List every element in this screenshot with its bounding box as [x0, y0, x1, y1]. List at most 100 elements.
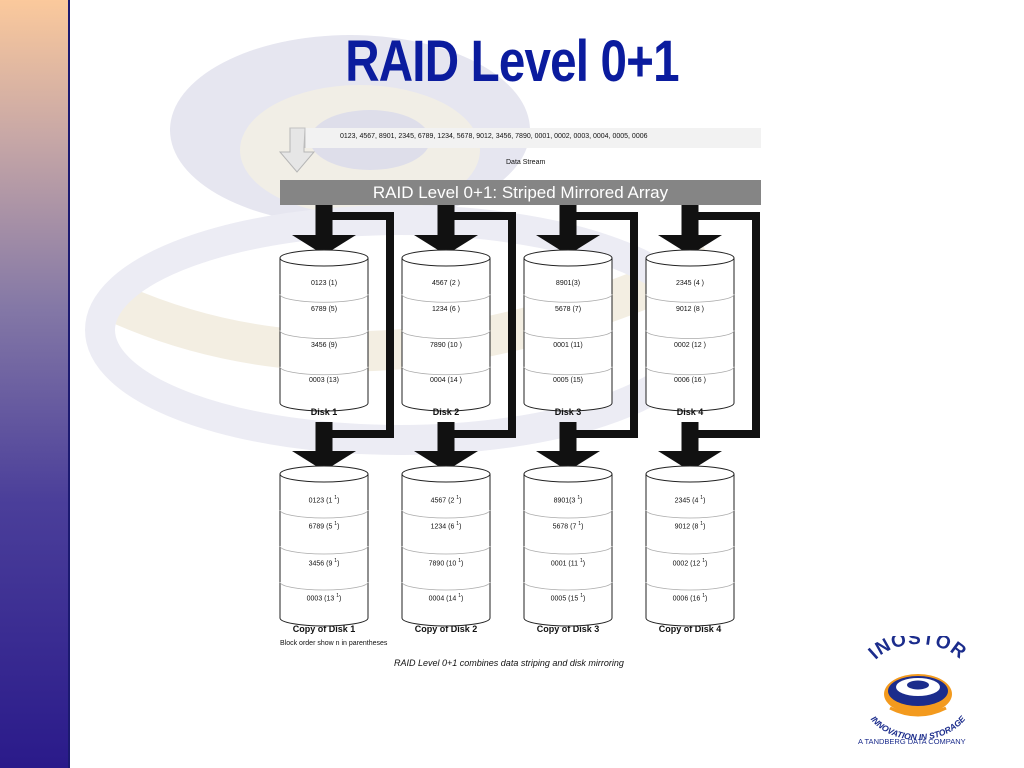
copy-cylinder-divider — [645, 581, 735, 591]
copy-cylinder-divider — [401, 545, 491, 555]
disk-block: 1234 (6 ) — [431, 306, 461, 313]
copy-block: 0003 (13 1) — [306, 593, 342, 603]
copy-block: 7890 (10 1) — [428, 558, 464, 568]
disk-cylinder-divider — [523, 366, 613, 376]
disk-cylinder-top — [645, 249, 735, 267]
disk-label: Disk 2 — [432, 407, 460, 417]
copy-block: 2345 (4 1) — [674, 495, 706, 505]
disk-cylinder-divider — [401, 366, 491, 376]
disk-block: 2345 (4 ) — [675, 280, 705, 287]
copy-cylinder-top — [645, 465, 735, 483]
stripe-arrow — [292, 205, 356, 255]
copy-block: 9012 (8 1) — [674, 521, 706, 531]
logo-brand-text: INOSTOR — [865, 636, 970, 664]
copy-block: 0005 (15 1) — [550, 593, 586, 603]
disk-block: 9012 (8 ) — [675, 306, 705, 313]
disk-block: 0006 (16 ) — [674, 377, 706, 384]
disk-label: Disk 3 — [554, 407, 582, 417]
copy-cylinder-body — [523, 474, 613, 627]
copy-cylinder-divider — [523, 545, 613, 555]
copy-cylinder-divider — [401, 581, 491, 591]
copy-cylinder-body — [645, 474, 735, 627]
disk-block: 0123 (1) — [310, 280, 338, 287]
disk-cylinder-divider — [279, 294, 369, 303]
disk-block: 0003 (13) — [309, 377, 339, 384]
disk-cylinder-divider — [401, 294, 491, 303]
disk-cylinder-divider — [645, 330, 735, 339]
disk-cylinder-divider — [401, 330, 491, 339]
disk-block: 0002 (12 ) — [674, 342, 706, 349]
disk-cylinder-divider — [279, 366, 369, 376]
copy-block: 6789 (5 1) — [308, 521, 340, 531]
disk-cylinder-divider — [523, 330, 613, 339]
disk-cylinder-top — [401, 249, 491, 267]
disk-block: 4567 (2 ) — [431, 280, 461, 287]
copy-cylinder-divider — [523, 581, 613, 591]
mirror-connector — [332, 212, 394, 438]
disk-cylinder-divider — [645, 294, 735, 303]
slide-title: RAID Level 0+1 — [345, 29, 679, 94]
disk-block: 0005 (15) — [553, 377, 583, 384]
data-stream-values: 0123, 4567, 8901, 2345, 6789, 1234, 5678… — [340, 133, 648, 140]
svg-text:INOSTOR: INOSTOR — [865, 636, 971, 664]
block-order-note: Block order show n in parentheses — [280, 640, 388, 647]
disk-label: Disk 4 — [676, 407, 704, 417]
mirror-arrow — [414, 422, 478, 471]
inostor-logo: INOSTOR INNOVATION IN STORAGE — [865, 636, 971, 742]
copy-disk-label: Copy of Disk 1 — [292, 624, 356, 634]
copy-block: 0001 (11 1) — [550, 558, 586, 568]
data-stream-arrow — [278, 127, 761, 173]
disk-block: 0004 (14 ) — [430, 377, 462, 384]
copy-cylinder-top — [523, 465, 613, 483]
disk-cylinder-divider — [523, 294, 613, 303]
copy-block: 5678 (7 1) — [552, 521, 584, 531]
data-stream-label: Data Stream — [506, 159, 546, 166]
copy-cylinder-top — [279, 465, 369, 483]
disk-cylinder-body — [401, 258, 491, 412]
copy-block: 4567 (2 1) — [430, 495, 462, 505]
stripe-arrow — [536, 205, 600, 255]
copy-cylinder-divider — [279, 581, 369, 591]
copy-disk-label: Copy of Disk 4 — [658, 624, 722, 634]
disk-block: 7890 (10 ) — [430, 342, 462, 349]
disk-block: 6789 (5) — [310, 306, 338, 313]
disk-cylinder-top — [523, 249, 613, 267]
copy-block: 1234 (6 1) — [430, 521, 462, 531]
copy-block: 0002 (12 1) — [672, 558, 708, 568]
disk-block: 0001 (11) — [553, 342, 583, 349]
disk-label: Disk 1 — [310, 407, 338, 417]
copy-cylinder-body — [279, 474, 369, 627]
copy-cylinder-divider — [645, 509, 735, 519]
disk-block: 5678 (7) — [554, 306, 582, 313]
diagram-caption: RAID Level 0+1 combines data striping an… — [394, 658, 624, 668]
copy-cylinder-divider — [279, 509, 369, 519]
copy-cylinder-divider — [523, 509, 613, 519]
array-title-bar: RAID Level 0+1: Striped Mirrored Array — [280, 180, 761, 205]
copy-block: 0006 (16 1) — [672, 593, 708, 603]
disk-block: 8901(3) — [555, 280, 581, 287]
disk-block: 3456 (9) — [310, 342, 338, 349]
stripe-arrow — [658, 205, 722, 255]
copy-disk-label: Copy of Disk 3 — [536, 624, 600, 634]
disk-cylinder-body — [523, 258, 613, 412]
mirror-connector — [698, 212, 760, 438]
copy-block: 0123 (1 1) — [308, 495, 340, 505]
copy-cylinder-divider — [645, 545, 735, 555]
copy-block: 0004 (14 1) — [428, 593, 464, 603]
mirror-arrow — [536, 422, 600, 471]
mirror-connector — [454, 212, 516, 438]
copy-cylinder-divider — [279, 545, 369, 555]
stripe-arrow — [414, 205, 478, 255]
copy-cylinder-divider — [401, 509, 491, 519]
disk-cylinder-divider — [279, 330, 369, 339]
disk-cylinder-top — [279, 249, 369, 267]
disk-cylinder-body — [645, 258, 735, 412]
disk-cylinder-body — [279, 258, 369, 412]
mirror-arrow — [292, 422, 356, 471]
copy-block: 3456 (9 1) — [308, 558, 340, 568]
copy-block: 8901(3 1) — [553, 495, 583, 505]
copy-cylinder-top — [401, 465, 491, 483]
copy-cylinder-body — [401, 474, 491, 627]
copy-disk-label: Copy of Disk 2 — [414, 624, 478, 634]
